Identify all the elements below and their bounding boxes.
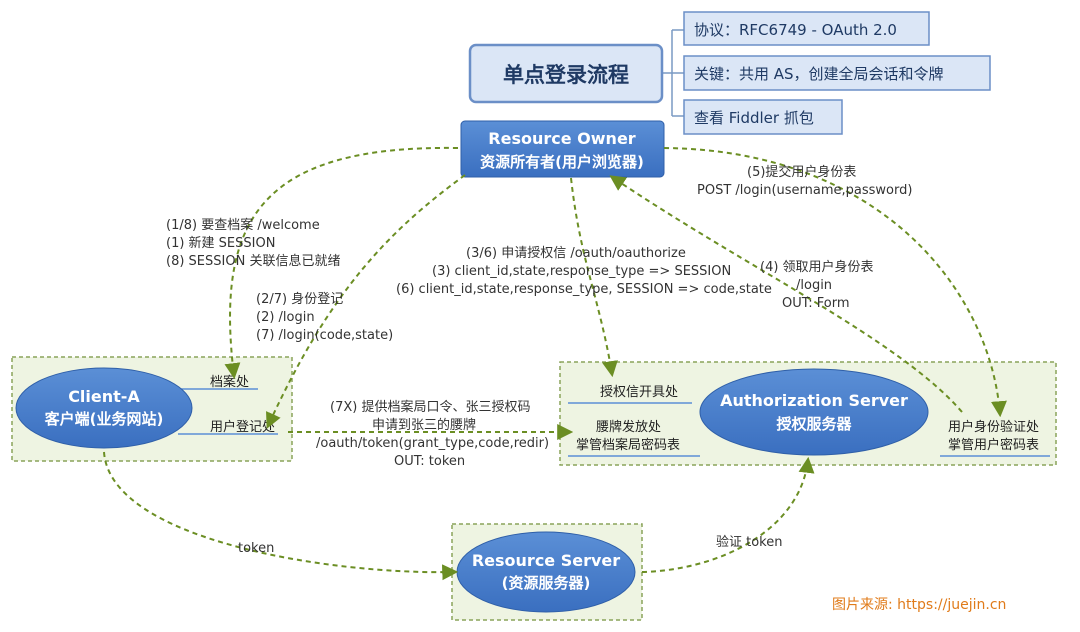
title-box	[468, 43, 664, 104]
edge-welcome-line2: (1) 新建 SESSION	[166, 235, 275, 251]
auth-server-item-user-pw: 掌管用户密码表	[948, 437, 1039, 453]
edge-login-line3: (7) /login(code,state)	[256, 328, 393, 343]
resource-server-title: Resource Server	[472, 551, 620, 570]
note-key: 关键：共用 AS，创建全局会话和令牌	[694, 65, 944, 83]
auth-server-subtitle: 授权服务器	[776, 415, 852, 433]
mindmap-header: 单点登录流程 协议：RFC6749 - OAuth 2.0 关键：共用 AS，创…	[468, 11, 991, 135]
auth-server-item-authletter: 授权信开具处	[600, 384, 678, 400]
note-box-protocol	[683, 11, 930, 46]
auth-server-item-badge: 腰牌发放处	[596, 419, 661, 435]
note-fiddler: 查看 Fiddler 抓包	[694, 109, 814, 127]
edge-authorize-line3: (6) client_id,state,response_type, SESSI…	[396, 282, 772, 297]
auth-server-item-archive-pw: 掌管档案局密码表	[576, 437, 680, 453]
edge-submit-line1: (5)提交用户身份表	[747, 164, 856, 180]
note-box-key	[683, 55, 991, 91]
edge-form-line2: /login	[796, 278, 832, 293]
client-a-item-archive: 档案处	[210, 375, 249, 390]
arrow-token	[103, 451, 459, 581]
edge-welcome-line3: (8) SESSION 关联信息已就绪	[166, 253, 340, 269]
watermark-text: 图片来源: https://juejin.cn	[832, 597, 1006, 613]
auth-server-title: Authorization Server	[720, 391, 908, 410]
edge-login-line1: (2/7) 身份登记	[256, 291, 343, 307]
edge-verify: 验证 token	[716, 534, 783, 550]
auth-server-item-identity: 用户身份验证处	[948, 419, 1039, 435]
edge-login-line2: (2) /login	[256, 310, 315, 325]
edge-token-req-line4: OUT: token	[394, 454, 465, 469]
resource-owner-node: Resource Owner 资源所有者(用户浏览器)	[460, 120, 665, 178]
client-a-ellipse	[15, 367, 193, 449]
edge-submit-line2: POST /login(username,password)	[697, 183, 912, 198]
resource-owner-title: Resource Owner	[488, 129, 636, 148]
auth-server-node: Authorization Server 授权服务器 授权信开具处 腰牌发放处 …	[559, 361, 1057, 466]
note-box-fiddler	[683, 99, 843, 135]
client-a-item-underlines	[178, 388, 278, 435]
edge-form-line1: (4) 领取用户身份表	[760, 259, 874, 275]
client-a-subtitle: 客户端(业务网站)	[44, 410, 164, 428]
client-a-title: Client-A	[68, 387, 140, 406]
arrow-welcome	[224, 146, 459, 380]
resource-server-ellipse	[456, 531, 636, 613]
resource-server-subtitle: (资源服务器)	[502, 574, 591, 592]
note-protocol: 协议：RFC6749 - OAuth 2.0	[694, 21, 897, 39]
page-title: 单点登录流程	[503, 63, 629, 87]
resource-owner-subtitle: 资源所有者(用户浏览器)	[480, 153, 644, 171]
client-a-item-register: 用户登记处	[210, 419, 275, 435]
resource-server-node: Resource Server (资源服务器)	[451, 523, 643, 621]
edge-authorize-line2: (3) client_id,state,response_type => SES…	[432, 264, 731, 279]
arrow-authorize	[570, 177, 618, 378]
arrow-form	[609, 175, 963, 413]
auth-server-item-underlines	[568, 402, 1050, 457]
arrow-submit	[663, 147, 1007, 418]
auth-server-ellipse	[699, 368, 929, 456]
edge-token-req-line2: 申请到张三的腰牌	[372, 417, 476, 433]
edge-welcome-line1: (1/8) 要查档案 /welcome	[166, 218, 320, 233]
flow-arrows	[103, 146, 1007, 581]
edge-token-req-line3: /oauth/token(grant_type,code,redir)	[316, 436, 549, 451]
arrow-verify	[641, 456, 815, 573]
connector-lines	[662, 29, 684, 117]
arrow-login	[266, 174, 466, 429]
edge-form-line3: OUT: Form	[782, 296, 850, 311]
edge-labels: (1/8) 要查档案 /welcome (1) 新建 SESSION (8) S…	[166, 164, 912, 556]
edge-authorize-line1: (3/6) 申请授权信 /oauth/oauthorize	[466, 245, 686, 261]
edge-token-req-line1: (7X) 提供档案局口令、张三授权码	[330, 399, 530, 415]
client-a-node: Client-A 客户端(业务网站) 档案处 用户登记处	[11, 356, 293, 462]
edge-token: token	[238, 541, 274, 556]
